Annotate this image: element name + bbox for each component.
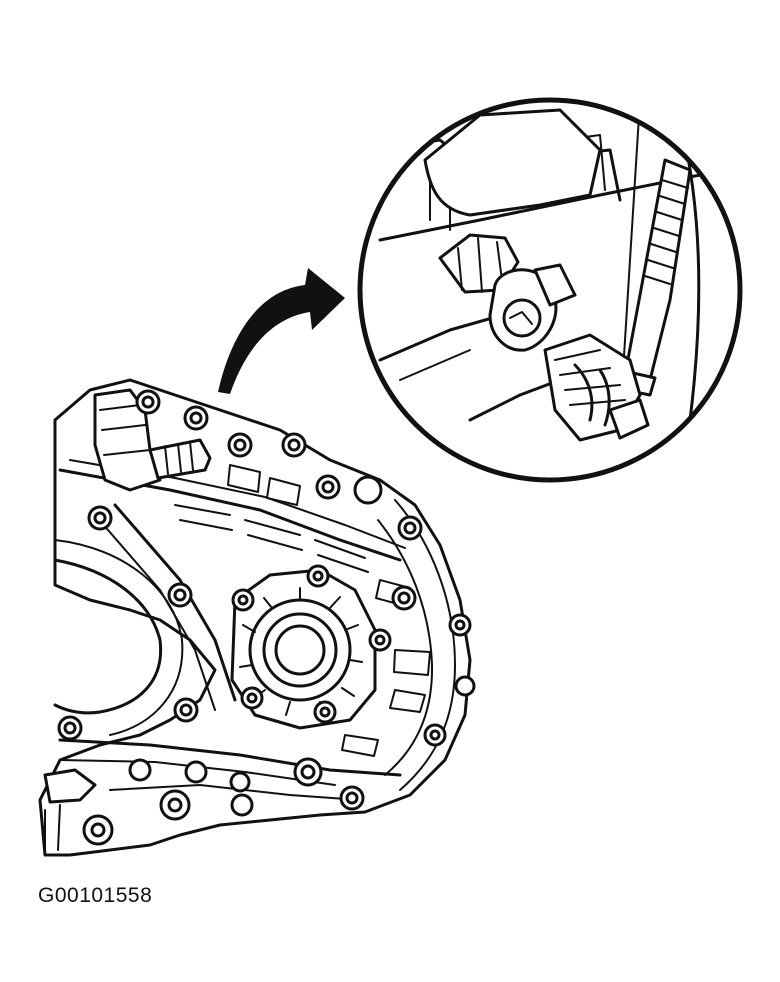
differential-hub <box>230 568 377 730</box>
sensor-connector <box>438 233 650 442</box>
valve-body <box>93 388 162 492</box>
housing-bolts <box>57 389 476 846</box>
magnifier-circle-icon <box>357 97 743 483</box>
transaxle-housing <box>38 378 476 857</box>
figure-code: G00101558 <box>38 884 153 907</box>
curved-arrow-icon <box>218 268 345 394</box>
speed-sensor <box>148 438 212 480</box>
bell-opening <box>53 558 163 715</box>
